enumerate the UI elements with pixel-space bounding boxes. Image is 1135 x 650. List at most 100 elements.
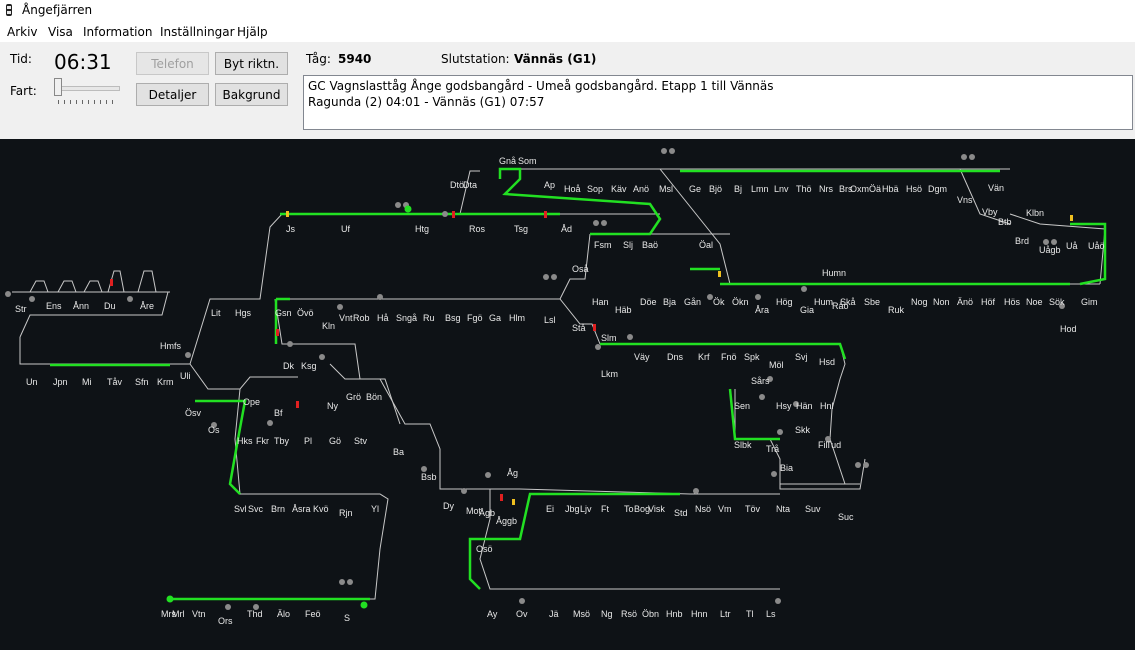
menu-information[interactable]: Information [83,25,153,39]
station-label: Sök [1049,297,1065,307]
station-label: Väy [634,352,650,362]
station-label: Hös [1004,297,1021,307]
station-label: Hks [237,436,253,446]
station-label: Ay [487,609,498,619]
menu-hjalp[interactable]: Hjälp [237,25,268,39]
station-label: Sen [734,401,751,411]
station-label: Sbe [864,297,881,307]
station-label: Ge [689,184,702,194]
station-label: Sngå [396,313,418,323]
station-label: Ba [393,447,405,457]
station-label: Ru [423,313,435,323]
station-label: Hög [776,297,793,307]
menu-visa[interactable]: Visa [48,25,73,39]
station-label: Slm [601,333,617,343]
station-label: Noe [1026,297,1043,307]
slider-thumb[interactable] [54,78,62,96]
station-label: Krm [157,377,174,387]
station-label: Uli [180,371,191,381]
station-label: Döe [640,297,657,307]
station-label: Htg [415,224,430,234]
station-label: Oså [572,264,589,274]
station-label: Öbn [642,609,660,619]
tid-label: Tid: [10,52,32,66]
red-signals [110,211,596,501]
station-label: Hmfs [160,341,181,351]
station-label: Svc [248,504,264,514]
station-label: Ls [766,609,776,619]
clock-display: 06:31 [54,50,112,74]
station-label: Ökn [732,297,749,307]
station-label: Vns [957,195,973,205]
station-label: Dgm [928,184,948,194]
menu-installningar[interactable]: Inställningar [160,25,235,39]
station-label: Suc [838,512,854,522]
station-label: Häb [615,305,632,315]
station-label: Åggb [496,516,518,526]
station-label: Trå [766,444,780,454]
station-label: Tåv [107,377,123,387]
tag-label: Tåg: [306,52,331,66]
station-label: Fgö [467,313,483,323]
bakgrund-button[interactable]: Bakgrund [215,83,288,106]
station-label: Uf [341,224,350,234]
station-label: Ruk [888,305,905,315]
station-label: Bja [663,297,677,307]
station-label: Str [15,304,27,314]
station-label: Brs [839,184,853,194]
station-label: Ljv [580,504,592,514]
station-label: Tud [826,440,842,450]
station-label: Bjö [709,184,723,194]
station-label: Ng [601,609,613,619]
menu-arkiv[interactable]: Arkiv [7,25,38,39]
window-title: Ångefjärren [22,3,93,17]
station-label: Kln [322,321,336,331]
station-markers [5,148,1065,610]
station-label: Pl [304,436,313,446]
station-label: Klbn [1026,208,1045,218]
station-label: Möl [769,360,784,370]
station-label: Ors [218,616,233,626]
station-label: Vnt [339,313,353,323]
station-label: Rsö [621,609,638,619]
station-label: Skk [795,425,811,435]
station-label: Slj [623,240,634,250]
station-label: Lmn [751,184,769,194]
menu-bar: Arkiv Visa Information Inställningar Hjä… [0,22,1135,42]
station-label: Tsg [514,224,529,234]
station-label: Hsö [906,184,923,194]
station-label: Ågb [479,508,496,518]
detaljer-button[interactable]: Detaljer [136,83,209,106]
byt-riktning-button[interactable]: Byt riktn. [215,52,288,75]
station-label: Msl [659,184,673,194]
station-label: Vtn [192,609,206,619]
station-label: Sårs [751,376,770,386]
station-label: Gia [800,305,815,315]
station-label: Dk [283,361,294,371]
station-label: Råö [832,301,849,311]
station-label: Dta [463,180,478,190]
station-label: Hlm [509,313,525,323]
station-label: Hum [814,297,834,307]
station-label: Hsy [776,401,792,411]
track-map[interactable]: Gnå Som Dtö Dta Ap Hoå Sop Käv Anö Msl G… [0,139,1135,650]
telefon-button[interactable]: Telefon [136,52,209,75]
yellow-signals [286,211,1073,505]
station-label: Åg [507,468,519,478]
station-label: Hnl [820,401,834,411]
station-label: Vm [718,504,732,514]
station-label: Som [518,156,537,166]
station-label: Jpn [53,377,68,387]
station-label: Vän [988,183,1005,193]
station-label: Öal [699,240,714,250]
station-label: Mrl [172,609,185,619]
station-label: Anö [633,184,650,194]
station-label: Älo [277,609,291,619]
title-bar: Ångefjärren [0,0,1135,22]
station-label: Stv [354,436,368,446]
train-description: GC Vagnslasttåg Ånge godsbangård - Umeå … [308,79,774,93]
station-label: Hod [1060,324,1077,334]
station-label: Gim [1081,297,1098,307]
station-label: Spk [744,352,760,362]
speed-slider[interactable] [50,78,120,108]
